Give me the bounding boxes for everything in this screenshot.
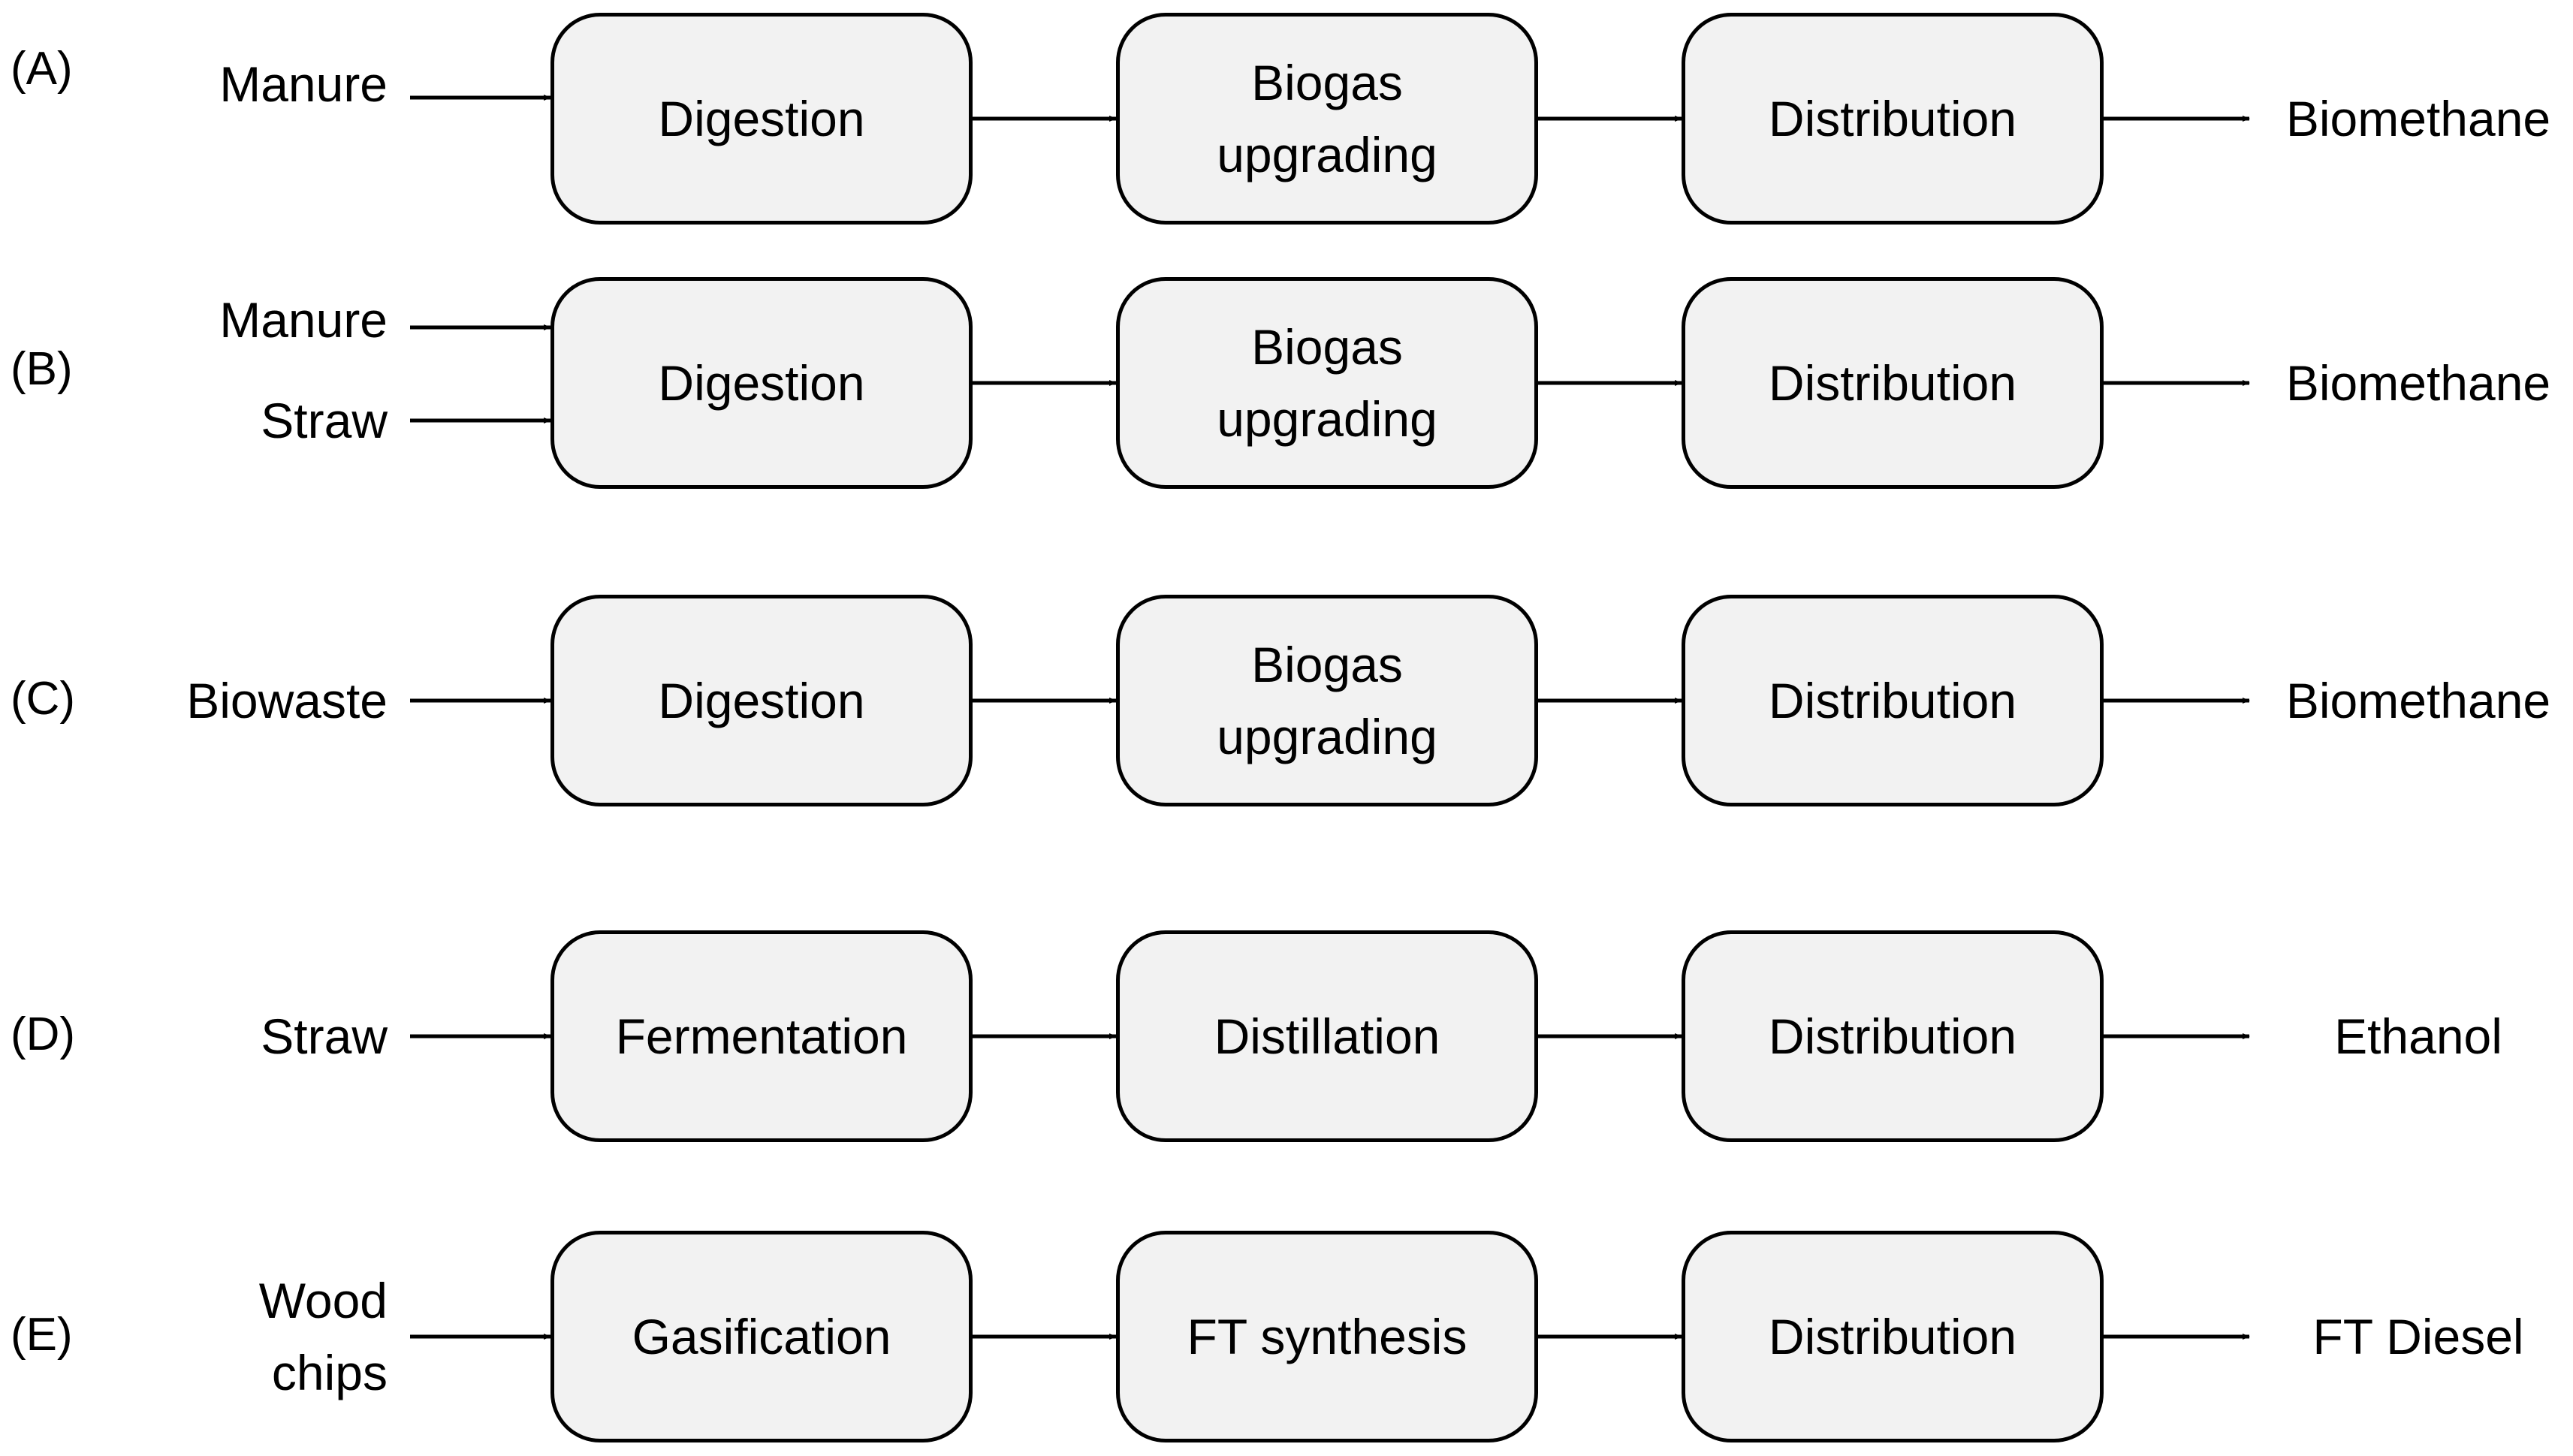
output-label: Biomethane xyxy=(2285,355,2551,411)
process-box-text: Distribution xyxy=(1769,665,2016,737)
input-label: Biowaste xyxy=(186,665,388,737)
output-label: Biomethane xyxy=(2285,91,2551,146)
input-label-line: Straw xyxy=(261,393,388,448)
process-box-line: Distillation xyxy=(1214,1008,1440,1064)
process-box: Biogas upgrading xyxy=(1116,595,1538,806)
process-box-text: Digestion xyxy=(658,83,864,155)
process-box: Distillation xyxy=(1116,930,1538,1142)
row-label-d: (D) xyxy=(11,1008,76,1060)
row-label-c: (C) xyxy=(11,673,76,725)
process-box: Biogas upgrading xyxy=(1116,13,1538,225)
process-box-text: Distribution xyxy=(1769,1301,2016,1373)
process-box-line: upgrading xyxy=(1217,127,1437,182)
output-label: Biomethane xyxy=(2285,673,2551,728)
process-box-text: Biogas upgrading xyxy=(1217,311,1437,455)
process-box-line: Distribution xyxy=(1768,1008,2017,1064)
output-label: FT Diesel xyxy=(2312,1309,2524,1364)
process-box-line: Biogas xyxy=(1251,319,1403,375)
output-label: Ethanol xyxy=(2334,1008,2502,1064)
input-label-line: chips xyxy=(271,1345,388,1400)
process-box-text: Fermentation xyxy=(616,1000,908,1072)
process-box-line: Distribution xyxy=(1768,673,2017,728)
process-box-line: FT synthesis xyxy=(1187,1309,1467,1364)
process-box-text: Biogas upgrading xyxy=(1217,47,1437,191)
process-box-line: Distribution xyxy=(1768,1309,2017,1364)
process-box: Biogas upgrading xyxy=(1116,277,1538,489)
input-label: Wood chips xyxy=(259,1265,388,1409)
process-box-line: Fermentation xyxy=(615,1008,908,1064)
input-label-line: Straw xyxy=(261,1008,388,1064)
process-box: Fermentation xyxy=(550,930,973,1142)
process-box-text: Biogas upgrading xyxy=(1217,629,1437,773)
row-label-b: (B) xyxy=(11,343,73,395)
process-box-text: Digestion xyxy=(658,347,864,419)
process-box-text: Distribution xyxy=(1769,83,2016,155)
process-box: Digestion xyxy=(550,13,973,225)
process-box: Distribution xyxy=(1682,930,2104,1142)
input-label-line: Biowaste xyxy=(186,673,388,728)
process-box-text: Distillation xyxy=(1214,1000,1440,1072)
process-box-text: Gasification xyxy=(632,1301,891,1373)
process-box-line: Distribution xyxy=(1768,91,2017,146)
input-label-line: Wood xyxy=(258,1273,388,1328)
process-box-line: Gasification xyxy=(632,1309,891,1364)
process-box-line: Digestion xyxy=(658,673,865,728)
process-box: Digestion xyxy=(550,277,973,489)
input-label-line: Manure xyxy=(219,56,388,112)
process-box: Distribution xyxy=(1682,277,2104,489)
process-box-line: Biogas xyxy=(1251,637,1403,692)
process-box-line: Distribution xyxy=(1768,355,2017,411)
process-box-text: Distribution xyxy=(1769,1000,2016,1072)
input-label: Straw xyxy=(261,1000,388,1072)
process-box-line: Digestion xyxy=(658,355,865,411)
process-box: Distribution xyxy=(1682,595,2104,806)
process-box-text: Distribution xyxy=(1769,347,2016,419)
process-box-line: Digestion xyxy=(658,91,865,146)
process-box-line: Biogas xyxy=(1251,55,1403,110)
process-box: Gasification xyxy=(550,1231,973,1442)
input-label: Straw xyxy=(261,384,388,457)
process-box: Digestion xyxy=(550,595,973,806)
input-label-line: Manure xyxy=(219,292,388,348)
input-label: Manure xyxy=(219,284,388,356)
process-box-text: Digestion xyxy=(658,665,864,737)
input-label: Manure xyxy=(219,48,388,120)
process-box: FT synthesis xyxy=(1116,1231,1538,1442)
process-box-text: FT synthesis xyxy=(1187,1301,1467,1373)
process-box-line: upgrading xyxy=(1217,391,1437,447)
process-box-line: upgrading xyxy=(1217,709,1437,764)
row-label-a: (A) xyxy=(11,43,73,95)
process-box: Distribution xyxy=(1682,13,2104,225)
row-label-e: (E) xyxy=(11,1309,73,1361)
process-box: Distribution xyxy=(1682,1231,2104,1442)
